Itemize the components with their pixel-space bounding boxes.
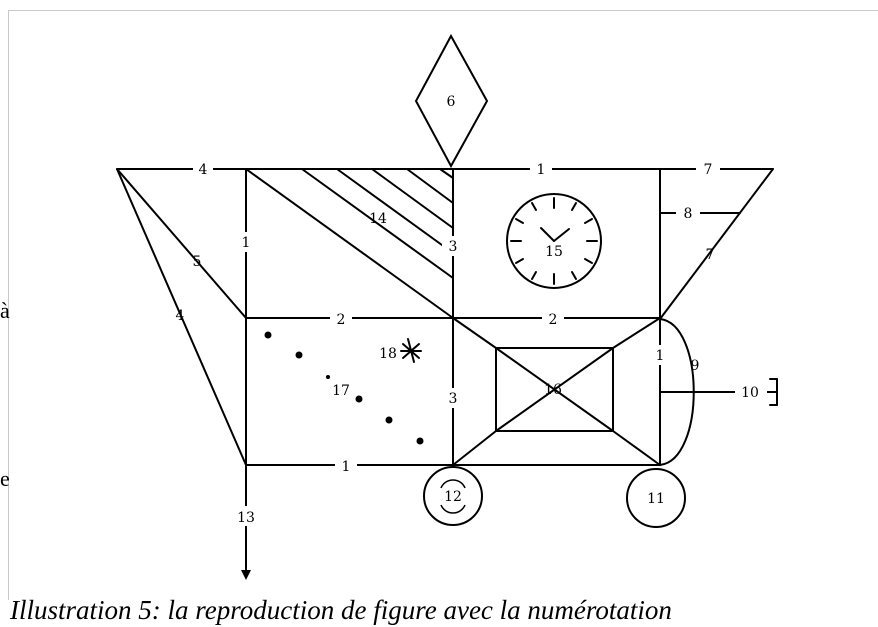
label-7-top: 7 bbox=[704, 162, 713, 178]
hatch-line bbox=[336, 168, 454, 254]
label-5: 5 bbox=[193, 254, 202, 270]
star-18 bbox=[402, 343, 420, 359]
clock-15 bbox=[506, 193, 602, 289]
circle-12 bbox=[423, 466, 483, 526]
label-11: 11 bbox=[647, 491, 665, 507]
dot-17 bbox=[355, 395, 363, 403]
label-gap bbox=[676, 204, 700, 222]
label-1-bottom: 1 bbox=[342, 459, 351, 475]
illustration-frame bbox=[8, 10, 878, 600]
clock-tick bbox=[571, 202, 577, 211]
label-gap bbox=[236, 232, 256, 252]
line-7-right-diagonal bbox=[659, 168, 774, 320]
line-5 bbox=[116, 168, 247, 319]
label-1-top: 1 bbox=[537, 162, 546, 178]
label-1-left: 1 bbox=[242, 235, 251, 251]
label-gap bbox=[442, 388, 464, 408]
big-diagonal bbox=[245, 168, 454, 319]
connector bbox=[452, 430, 497, 466]
figure-caption: Illustration 5: la reproduction de figur… bbox=[10, 595, 672, 625]
hatch-line bbox=[406, 168, 454, 204]
dot-17 bbox=[326, 375, 330, 379]
circle-12-inner-arc bbox=[440, 504, 466, 514]
text-fragment-a: à bbox=[0, 298, 10, 323]
label-3-upper: 3 bbox=[449, 239, 458, 255]
circle-11 bbox=[626, 468, 686, 528]
clock-tick bbox=[584, 258, 593, 264]
label-gap bbox=[193, 160, 213, 178]
clock-tick bbox=[515, 258, 524, 264]
label-15: 15 bbox=[545, 244, 563, 260]
label-gap bbox=[735, 383, 767, 401]
hatch-line bbox=[301, 168, 454, 279]
dot-17 bbox=[264, 331, 272, 339]
arrowhead-13 bbox=[241, 570, 251, 580]
label-1-right: 1 bbox=[656, 348, 665, 364]
dot-17 bbox=[295, 351, 303, 359]
rectangle-16 bbox=[495, 347, 614, 432]
label-14: 14 bbox=[369, 211, 387, 227]
label-2-right: 2 bbox=[549, 312, 558, 328]
text-fragment-e: e bbox=[0, 466, 10, 491]
circle-12-inner-arc bbox=[440, 479, 466, 489]
label-gap bbox=[330, 309, 352, 327]
label-gap bbox=[236, 506, 258, 526]
label-gap bbox=[650, 345, 670, 365]
dot-17 bbox=[385, 416, 393, 424]
clock-hand bbox=[540, 227, 555, 242]
label-gap bbox=[542, 309, 564, 327]
label-4-top: 4 bbox=[199, 162, 208, 178]
label-gap bbox=[530, 160, 552, 178]
clock-tick bbox=[584, 218, 593, 224]
label-3-lower: 3 bbox=[449, 391, 458, 407]
hatch-line bbox=[371, 168, 454, 229]
label-17: 17 bbox=[332, 383, 350, 399]
clock-tick bbox=[515, 218, 524, 224]
rect-cross bbox=[495, 347, 614, 432]
connector bbox=[612, 317, 661, 349]
label-7-right: 7 bbox=[706, 247, 715, 263]
label-8: 8 bbox=[684, 206, 693, 222]
label-2-left: 2 bbox=[337, 312, 346, 328]
connector bbox=[612, 430, 661, 466]
label-18: 18 bbox=[379, 346, 397, 362]
hatch-line bbox=[439, 168, 454, 179]
clock-tick bbox=[531, 271, 537, 280]
label-16: 16 bbox=[544, 382, 562, 398]
label-gap bbox=[442, 236, 464, 256]
line-4-left-diagonal bbox=[116, 168, 247, 466]
label-gap bbox=[696, 160, 720, 178]
diamond-6 bbox=[414, 33, 489, 169]
label-4-left: 4 bbox=[176, 308, 185, 324]
clock-tick bbox=[571, 271, 577, 280]
clock-hand bbox=[553, 228, 570, 242]
label-13: 13 bbox=[237, 510, 255, 526]
label-10: 10 bbox=[741, 385, 759, 401]
label-9: 9 bbox=[691, 358, 700, 374]
dot-17 bbox=[416, 437, 424, 445]
label-12: 12 bbox=[444, 489, 462, 505]
clock-tick bbox=[531, 202, 537, 211]
label-gap bbox=[335, 456, 357, 474]
label-6: 6 bbox=[447, 94, 456, 110]
connector bbox=[452, 317, 497, 349]
